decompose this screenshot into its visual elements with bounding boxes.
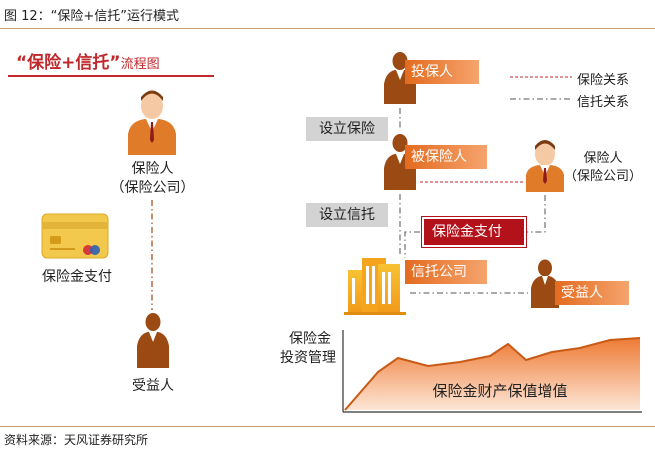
- trust-company-building-icon: [344, 258, 406, 315]
- payment-label: 保险金支付: [42, 269, 112, 285]
- insurer-small-label: 保险人 （保险公司）: [560, 150, 646, 186]
- figure-title: 图 12：“保险+信托”运行模式: [4, 9, 180, 24]
- fund-management-line1: 保险金: [289, 331, 331, 347]
- beneficiary-tag: 受益人: [555, 281, 629, 305]
- insurer-small-label-line2: （保险公司）: [563, 169, 642, 184]
- source-divider: [0, 426, 655, 427]
- flow-chart-title: “保险+信托”流程图: [16, 48, 160, 73]
- title-divider: [0, 28, 655, 29]
- beneficiary-person-icon: [137, 313, 169, 368]
- fund-growth-area: [342, 330, 642, 413]
- trust-company-tag: 信托公司: [405, 260, 487, 284]
- insurer-small-person-icon: [526, 140, 564, 192]
- insurer-label: 保险人 （保险公司）: [95, 160, 210, 198]
- insurer-label-line2: （保险公司）: [110, 180, 195, 196]
- insured-tag: 被保险人: [405, 145, 487, 169]
- fund-management-label: 保险金 投资管理: [280, 330, 340, 368]
- credit-card-icon: [41, 213, 109, 259]
- insurer-trust-payment-link: [404, 195, 546, 258]
- insurer-small-label-line1: 保险人: [583, 151, 623, 166]
- setup-insurance-box: 设立保险: [306, 117, 388, 141]
- payment-box: 保险金支付: [421, 216, 527, 248]
- flow-chart-title-main: “保险+信托”: [16, 53, 121, 73]
- setup-trust-box: 设立信托: [306, 203, 388, 227]
- policyholder-tag: 投保人: [405, 60, 479, 84]
- fund-management-line2: 投资管理: [280, 350, 336, 366]
- legend-insurance-text: 保险关系: [577, 73, 630, 88]
- beneficiary-small-person-icon: [531, 259, 559, 308]
- legend-trust-text: 信托关系: [577, 95, 630, 110]
- source-note: 资料来源：天风证券研究所: [4, 433, 149, 447]
- beneficiary-label: 受益人: [132, 378, 174, 394]
- insurer-label-line1: 保险人: [131, 161, 174, 177]
- area-label: 保险金财产保值增值: [432, 382, 568, 400]
- insurer-person-icon: [128, 90, 176, 155]
- flow-chart-title-small: 流程图: [120, 57, 160, 72]
- flow-title-underline: [8, 75, 214, 77]
